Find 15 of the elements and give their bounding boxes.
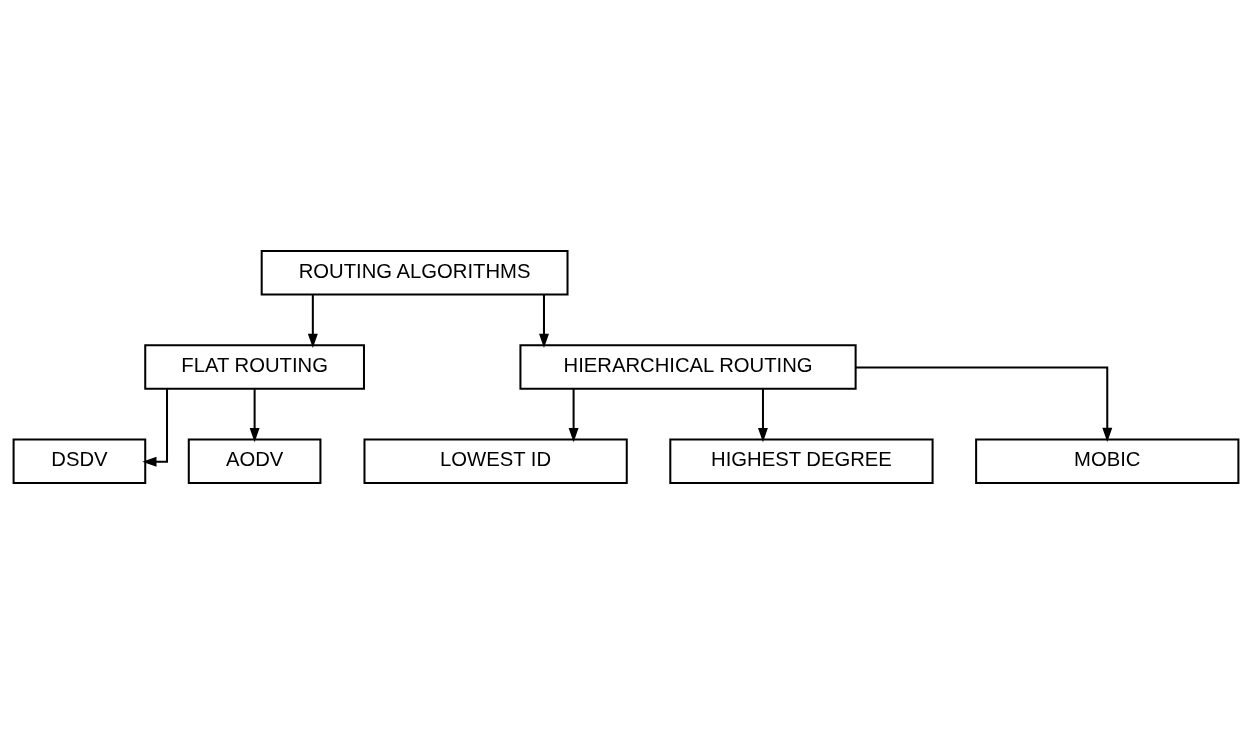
node-box: ROUTING ALGORITHMS [260,250,569,296]
arrow [539,294,549,348]
arrow [249,388,260,443]
arrow [855,366,1113,443]
node-box: HIGHEST DEGREE [669,438,934,484]
node-box: HIERARCHICAL ROUTING [519,344,857,390]
arrow [142,388,169,467]
arrow [568,388,579,443]
arrow [307,294,318,348]
node-box: AODV [187,438,322,484]
node-box: MOBIC [975,438,1240,484]
node-box: LOWEST ID [363,438,628,484]
arrow [758,388,768,443]
node-box: FLAT ROUTING [144,344,365,390]
node-box: DSDV [12,438,147,484]
